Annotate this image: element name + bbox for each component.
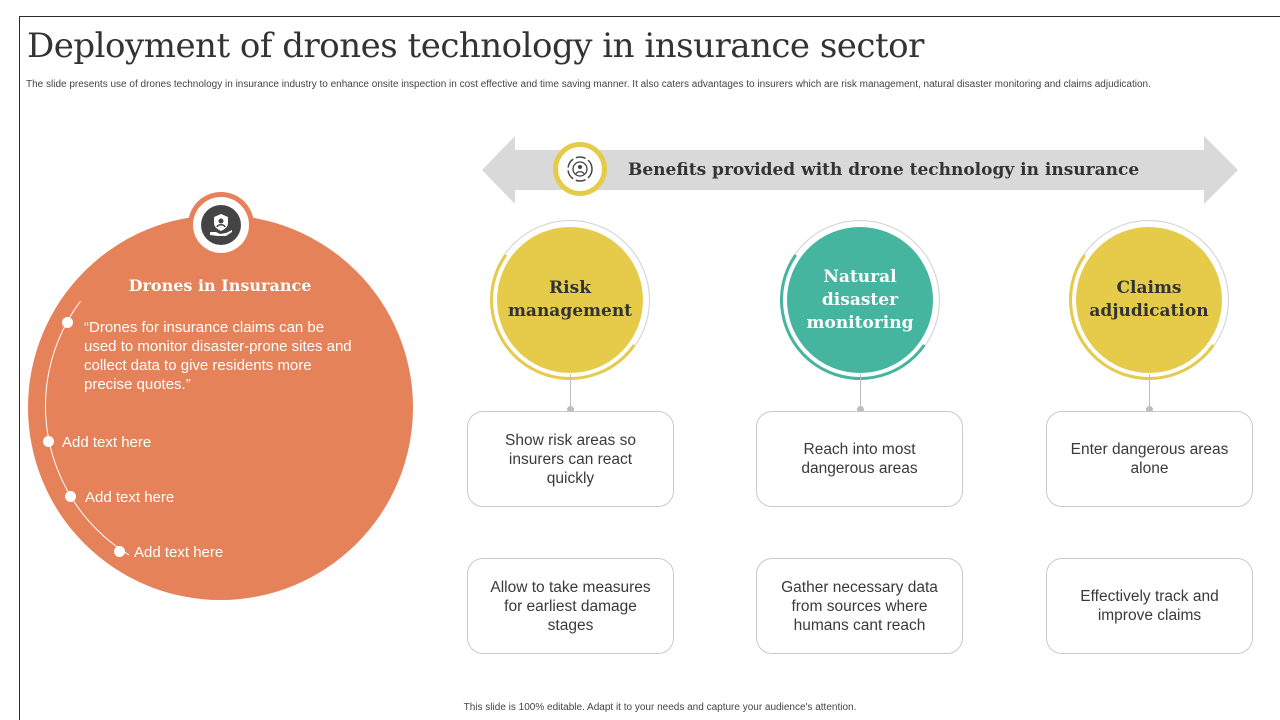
benefit-title: Claims adjudication (1076, 227, 1222, 373)
bullet-dot (114, 546, 125, 557)
banner-icon-ring (553, 142, 607, 196)
frame-left-border (19, 16, 20, 720)
benefit-card: Allow to take measures for earliest dama… (467, 558, 674, 654)
bullet-dot (43, 436, 54, 447)
drone-target-icon (558, 147, 602, 191)
connector-dot (857, 406, 864, 413)
bullet-placeholder: Add text here (134, 544, 224, 561)
connector-line (570, 374, 571, 408)
connector-dot (1146, 406, 1153, 413)
benefit-circle-risk: Risk management (477, 207, 663, 393)
icon-badge (193, 197, 249, 253)
benefit-circle-claims: Claims adjudication (1056, 207, 1242, 393)
bullet-quote: “Drones for insurance claims can be used… (84, 319, 352, 393)
benefit-card: Reach into most dangerous areas (756, 411, 963, 507)
benefit-circle-natural-disaster: Natural disaster monitoring (767, 207, 953, 393)
page-title: Deployment of drones technology in insur… (27, 26, 924, 66)
benefit-card: Show risk areas so insurers can react qu… (467, 411, 674, 507)
double-arrow-banner (482, 136, 1238, 204)
circle-heading: Drones in Insurance (128, 276, 312, 295)
bullet-placeholder: Add text here (62, 434, 152, 451)
connector-line (1149, 374, 1150, 408)
banner-text: Benefits provided with drone technology … (628, 160, 1140, 180)
bullet-dot (65, 491, 76, 502)
benefit-card: Effectively track and improve claims (1046, 558, 1253, 654)
benefit-card: Enter dangerous areas alone (1046, 411, 1253, 507)
benefit-title: Natural disaster monitoring (787, 227, 933, 373)
benefit-card: Gather necessary data from sources where… (756, 558, 963, 654)
page-subtitle: The slide presents use of drones technol… (26, 79, 1151, 90)
frame-top-border (19, 16, 1280, 17)
connector-dot (567, 406, 574, 413)
bullet-dot (62, 317, 73, 328)
hand-shield-drone-icon (201, 205, 241, 245)
connector-line (860, 374, 861, 408)
footer-note: This slide is 100% editable. Adapt it to… (463, 702, 857, 713)
bullet-placeholder: Add text here (85, 489, 175, 506)
benefit-title: Risk management (497, 227, 643, 373)
